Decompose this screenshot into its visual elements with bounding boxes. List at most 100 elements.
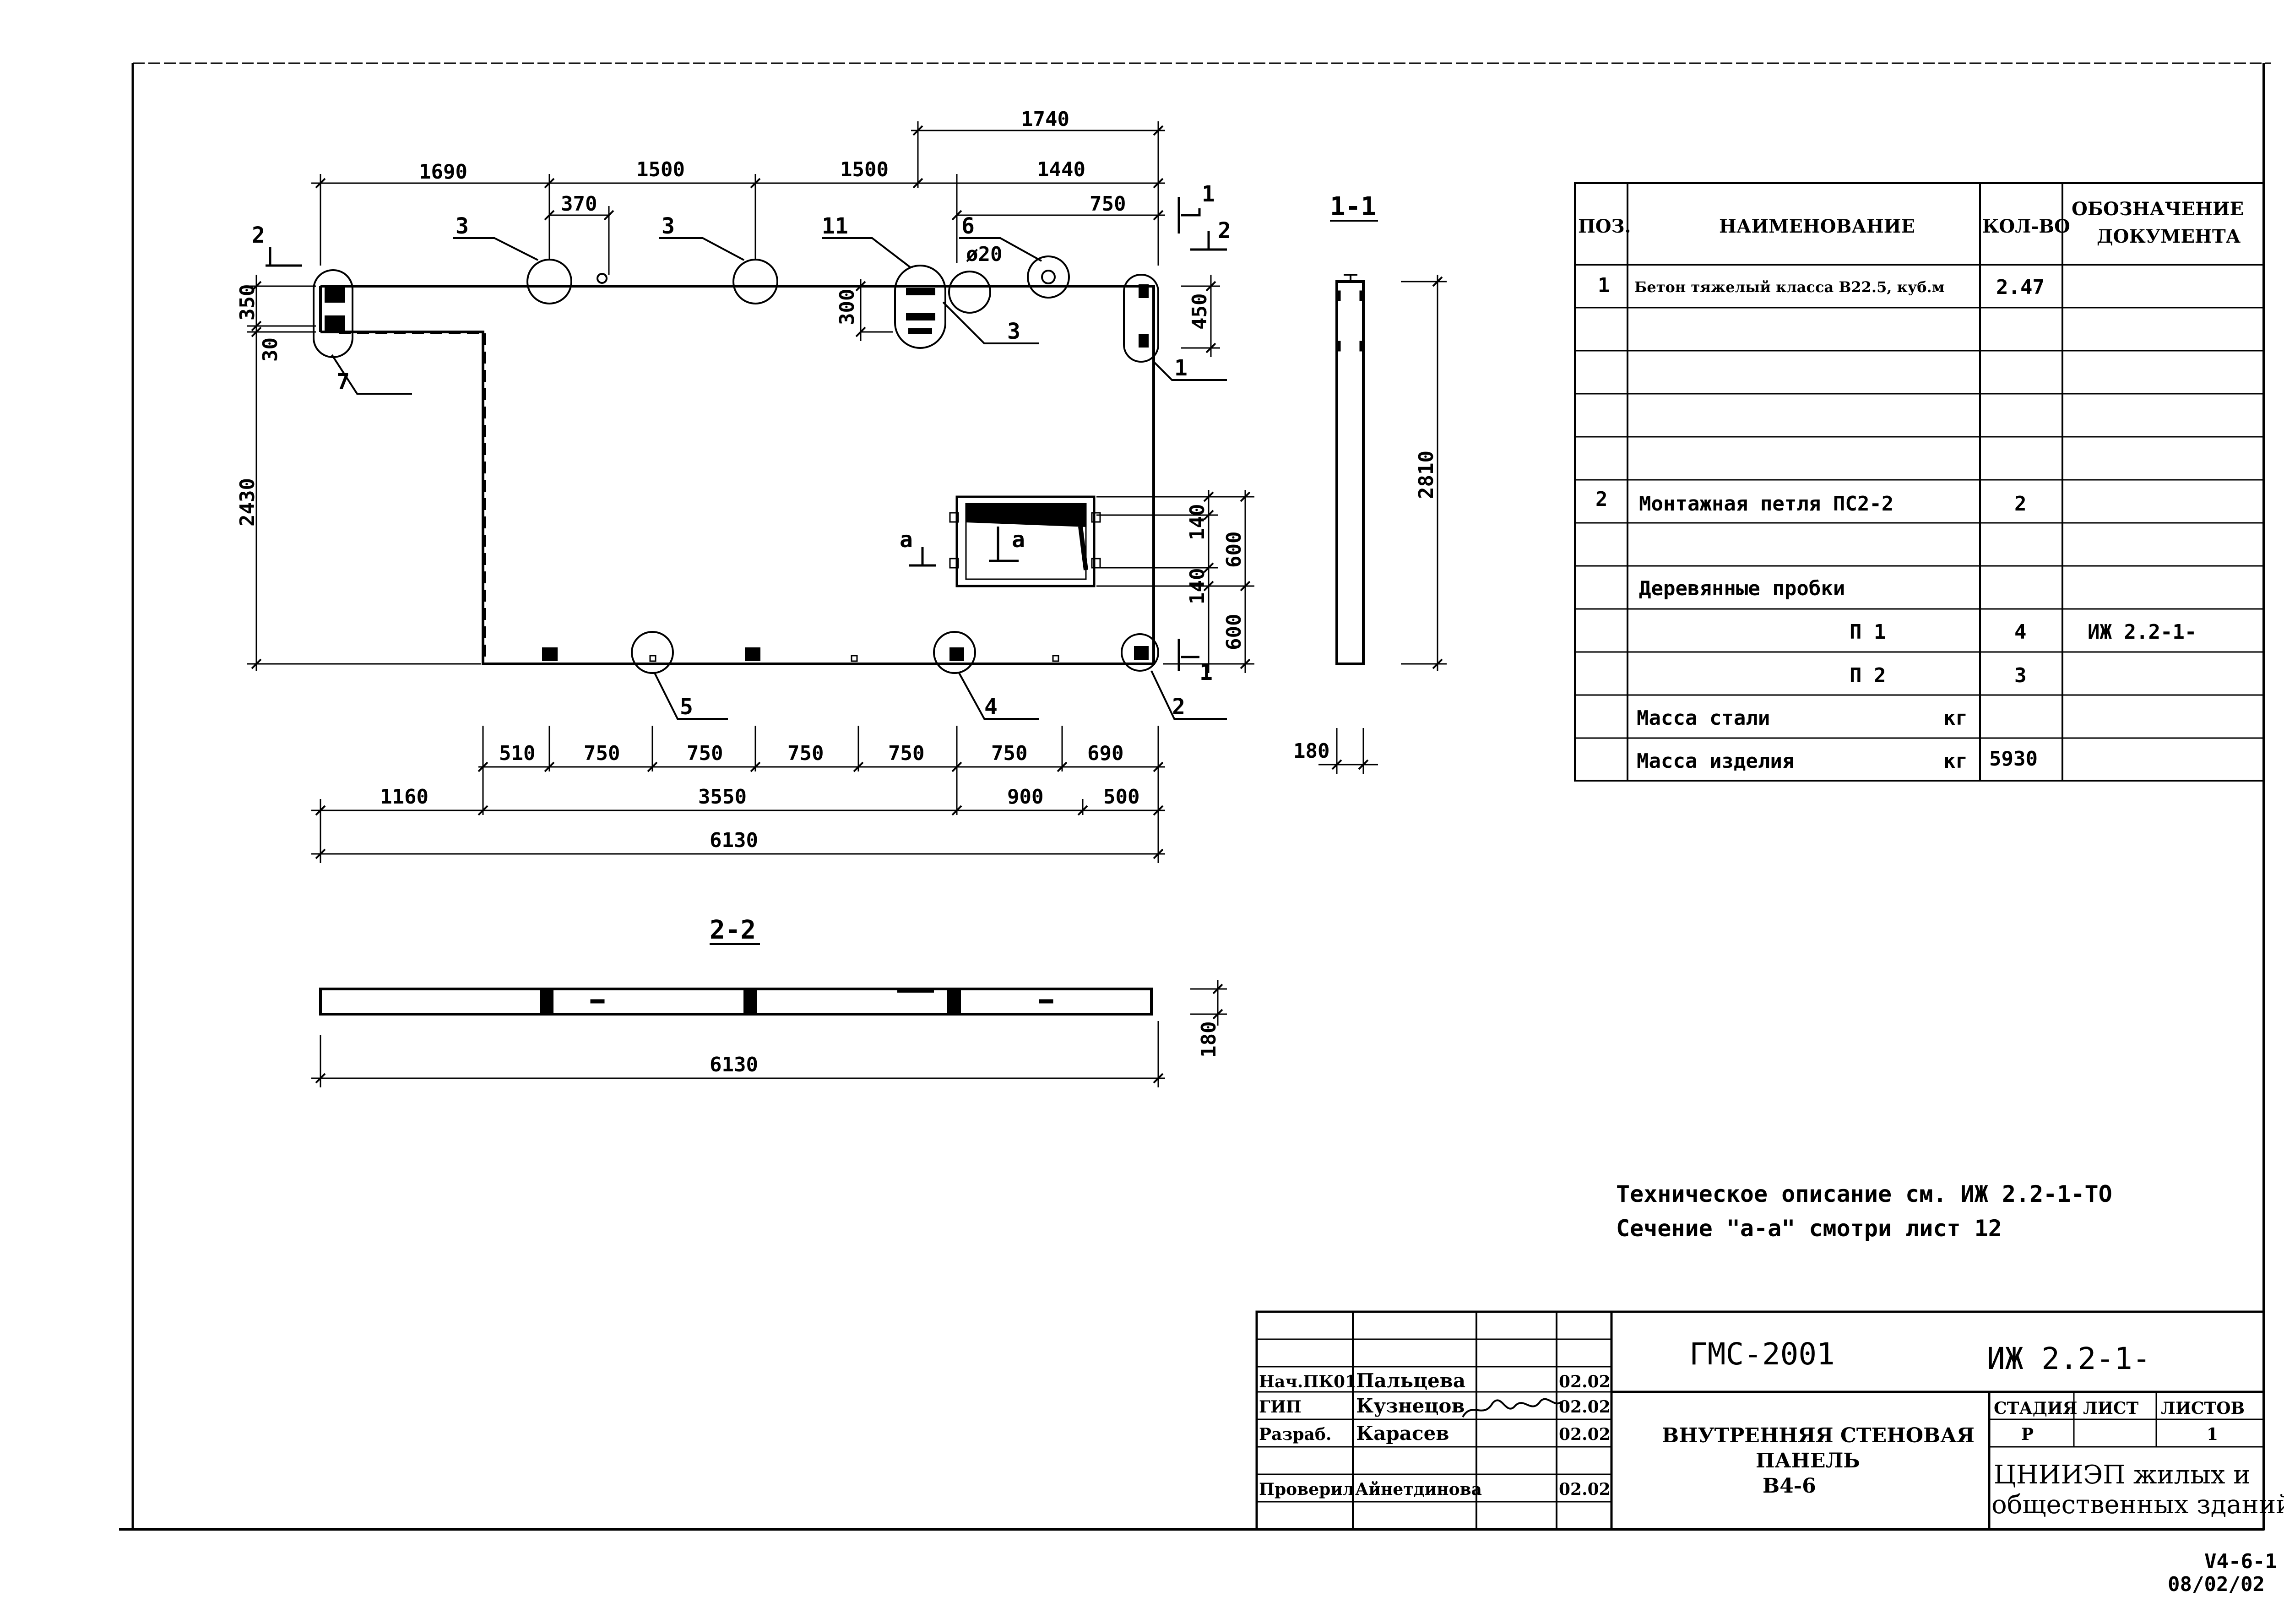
archive-stamp: V4-6-1 08/02/02: [2168, 1550, 2277, 1596]
pos-label-1: 1: [1174, 355, 1188, 381]
spec-header-pos: ПОЗ.: [1578, 216, 1631, 237]
spec-row-2-qty: 2: [2014, 492, 2027, 516]
person-date-3: 02.02: [1559, 1425, 1611, 1444]
section-1-1: 1-1: [1318, 192, 1447, 774]
dim-450: 450: [1188, 293, 1211, 330]
pos-label-4: 4: [984, 694, 998, 720]
vertical-dimensions: [247, 275, 1254, 673]
bottom-dimensions: [311, 726, 1165, 863]
dim-140b: 140: [1186, 568, 1209, 604]
section-cut-labels: 1 1 2 2 а а: [252, 181, 1231, 685]
spec-header-doc1: ОБОЗНАЧЕНИЕ: [2072, 198, 2244, 220]
panel-elevation: [313, 255, 1159, 674]
dim-180-side: 180: [1293, 739, 1329, 763]
spec-row-p2-name: П 2: [1850, 664, 1886, 687]
dim-600a: 600: [1222, 532, 1246, 568]
dim-690: 690: [1087, 742, 1123, 765]
section-title-2-2: 2-2: [710, 915, 756, 945]
spec-row-1-pos: 1: [1598, 274, 1610, 297]
title-project: ГМС-2001: [1689, 1336, 1835, 1372]
signature-kuznetsov: [1462, 1398, 1562, 1418]
title-org-line2: общественных зданий: [1991, 1490, 2284, 1520]
spec-row-p1-doc: ИЖ 2.2-1-: [2088, 620, 2197, 644]
pos-label-3b: 3: [662, 213, 675, 239]
spec-row-steel-unit: кг: [1943, 706, 1968, 730]
sheet-frame: [119, 62, 2271, 1531]
pos-label-6: 6: [961, 213, 975, 239]
leader-lines: [331, 237, 1227, 720]
dim-600b: 600: [1222, 614, 1246, 650]
pos-label-11: 11: [822, 213, 848, 239]
spec-row-steel-name: Масса стали: [1637, 706, 1770, 730]
spec-row-1-name: Бетон тяжелый класса В22.5, куб.м: [1634, 278, 1944, 296]
spec-row-1-qty: 2.47: [1996, 276, 2045, 299]
person-date-2: 02.02: [1559, 1397, 1611, 1417]
section-2-2: 2-2: [311, 915, 1227, 1087]
title-sheets: 1: [2207, 1425, 2218, 1444]
spec-row-mass-name: Масса изделия: [1637, 750, 1794, 773]
dim-300: 300: [835, 289, 859, 325]
cut-label-2-right: 2: [1218, 218, 1231, 244]
spec-row-mass-qty: 5930: [1989, 747, 2038, 771]
stamp-code: V4-6-1: [2204, 1550, 2277, 1573]
cut-label-1-top: 1: [1202, 181, 1215, 207]
dim-750-4: 750: [888, 742, 924, 765]
dim-750-3: 750: [787, 742, 824, 765]
top-dimension-labels: 1740 1690 1500 1500 1440 370 750 ø20: [419, 108, 1126, 266]
dim-370: 370: [561, 192, 597, 216]
spec-header-doc2: ДОКУМЕНТА: [2097, 226, 2241, 247]
dim-6130: 6130: [710, 829, 758, 852]
dim-180-s22: 180: [1197, 1021, 1221, 1058]
dim-750-top: 750: [1090, 192, 1126, 216]
title-sheets-header: ЛИСТОВ: [2161, 1399, 2245, 1418]
dim-900: 900: [1007, 785, 1043, 809]
dim-d20: ø20: [966, 243, 1002, 266]
person-name-3: Карасев: [1356, 1422, 1449, 1445]
spec-row-p1-qty: 4: [2014, 620, 2027, 644]
cut-label-a-right: а: [1012, 527, 1025, 553]
dim-2810: 2810: [1415, 451, 1438, 499]
title-name-line1: ВНУТРЕННЯЯ СТЕНОВАЯ: [1662, 1424, 1975, 1447]
note-technical-description: Техническое описание см. ИЖ 2.2-1-ТО: [1616, 1181, 2112, 1207]
spec-row-p1-name: П 1: [1850, 620, 1886, 644]
top-dimensions: [311, 121, 1165, 275]
cut-label-2-left: 2: [252, 223, 265, 248]
dim-6130-s22: 6130: [710, 1053, 758, 1076]
spec-header-name: НАИМЕНОВАНИЕ: [1719, 216, 1915, 237]
dim-1500a: 1500: [636, 158, 685, 181]
section-cut-marks: [266, 197, 1227, 671]
dim-3550: 3550: [698, 785, 747, 809]
person-date-1: 02.02: [1559, 1372, 1611, 1391]
title-block: ГМС-2001 ИЖ 2.2-1- ВНУТРЕННЯЯ СТЕНОВАЯ П…: [1255, 1310, 2284, 1531]
pos-label-2: 2: [1172, 694, 1185, 720]
notes: Техническое описание см. ИЖ 2.2-1-ТО Сеч…: [1616, 1181, 2112, 1242]
person-name-1: Пальцева: [1356, 1369, 1465, 1392]
person-role-1: Нач.ПК01: [1259, 1372, 1356, 1391]
dim-1160: 1160: [380, 785, 429, 809]
pos-label-3c: 3: [1007, 319, 1020, 344]
pos-label-7: 7: [336, 369, 350, 395]
dim-750-5: 750: [991, 742, 1027, 765]
person-name-2: Кузнецов: [1356, 1395, 1465, 1417]
pos-label-5: 5: [680, 694, 693, 720]
dim-140a: 140: [1186, 504, 1209, 540]
spec-row-mass-unit: кг: [1943, 750, 1968, 773]
dim-1500b: 1500: [840, 158, 889, 181]
dim-1690: 1690: [419, 160, 467, 184]
dim-510: 510: [499, 742, 535, 765]
bottom-dimension-labels: 510 750 750 750 750 750 690 1160 3550 90…: [380, 742, 1139, 852]
dim-30: 30: [259, 337, 282, 362]
vertical-dimension-labels: 350 30 2430 300 450 140 600 140 600: [236, 284, 1246, 650]
dim-750-1: 750: [584, 742, 620, 765]
title-name-line2: ПАНЕЛЬ: [1756, 1449, 1860, 1472]
dim-2430: 2430: [236, 478, 259, 527]
note-section-aa: Сечение "а-а" смотри лист 12: [1616, 1215, 2002, 1242]
title-stage: Р: [2021, 1425, 2034, 1444]
dim-350: 350: [236, 284, 259, 320]
title-org-line1: ЦНИИЭП жилых и: [1994, 1460, 2251, 1490]
title-sheet-header: ЛИСТ: [2083, 1399, 2139, 1418]
title-stage-header: СТАДИЯ: [1994, 1399, 2078, 1418]
spec-row-p2-qty: 3: [2014, 664, 2027, 687]
title-doc-code: ИЖ 2.2-1-: [1987, 1341, 2151, 1376]
